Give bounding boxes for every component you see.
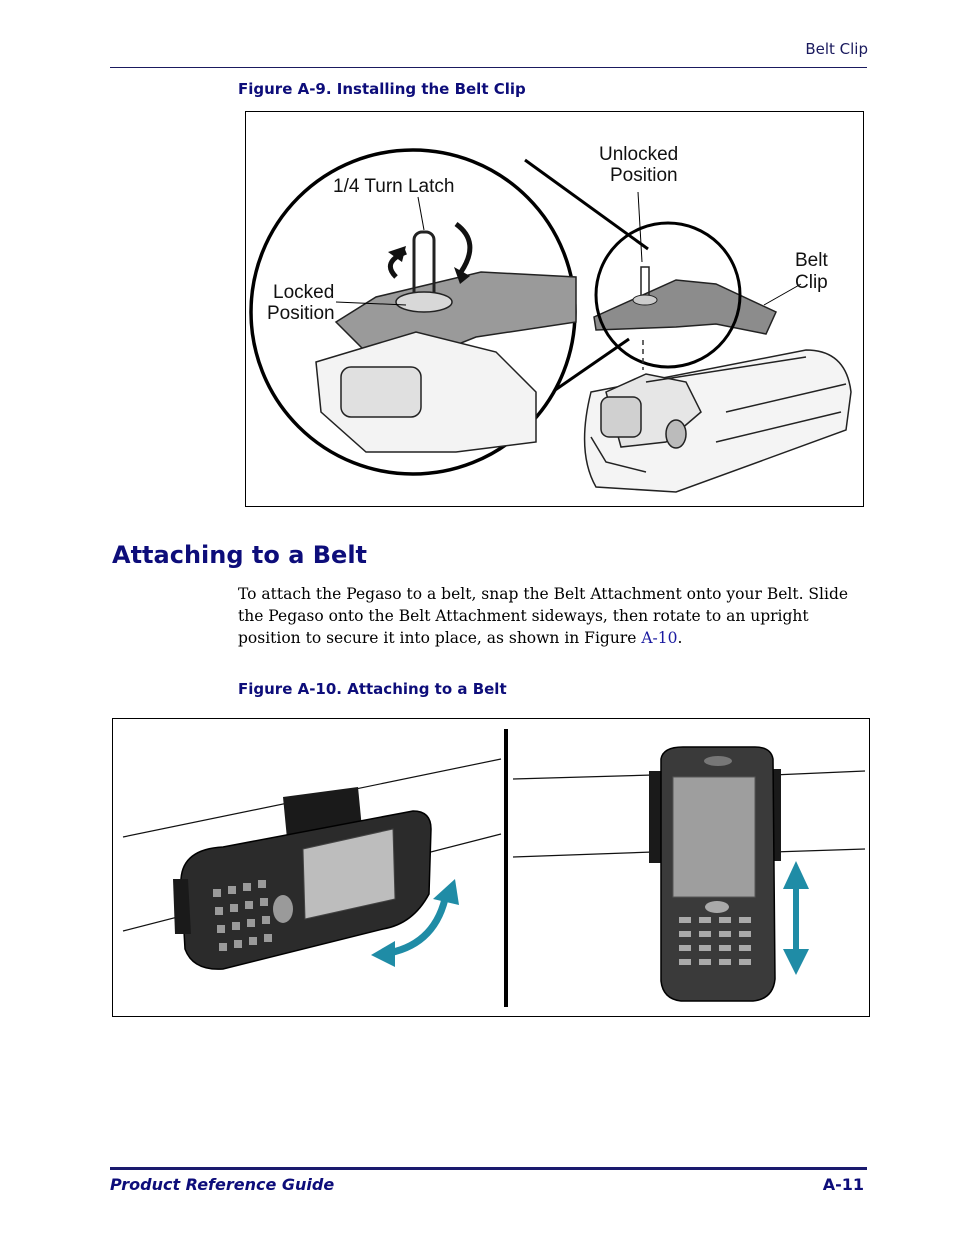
- body-text-after: .: [677, 629, 683, 647]
- header-rule: [110, 67, 867, 68]
- belt-clip-leader: [763, 283, 802, 306]
- body-text-before: To attach the Pegaso to a belt, snap the…: [238, 585, 849, 647]
- belt-attachment-diagram: [122, 729, 866, 1007]
- unlocked-leader: [637, 191, 643, 263]
- belt-edge-bottom-right-b: [772, 848, 866, 853]
- device-sideways: [173, 810, 432, 970]
- label-locked-1: Locked: [273, 282, 334, 303]
- detail-circle-small: [594, 221, 742, 369]
- latch-small: [632, 266, 658, 306]
- footer-title: Product Reference Guide: [110, 1175, 335, 1194]
- section-heading: Attaching to a Belt: [112, 541, 368, 569]
- scanner-device: [583, 349, 852, 493]
- figure-a10-illustration: [112, 718, 870, 1017]
- device-upright: [660, 746, 776, 1002]
- label-turn-latch: 1/4 Turn Latch: [333, 176, 454, 197]
- section-body: To attach the Pegaso to a belt, snap the…: [238, 583, 870, 649]
- running-header: Belt Clip: [805, 40, 868, 58]
- page-number: A-11: [822, 1175, 864, 1194]
- label-belt-1: Belt: [795, 250, 828, 271]
- belt-clip-part: [593, 279, 802, 335]
- zoom-line-bottom: [544, 337, 630, 399]
- footer-rule: [110, 1167, 867, 1170]
- slide-arrow: [783, 861, 809, 975]
- belt-edge-bottom-right-a: [512, 851, 654, 858]
- label-unlocked-2: Position: [610, 165, 678, 186]
- locked-leader: [335, 301, 407, 306]
- label-belt-2: Clip: [795, 272, 828, 293]
- turn-latch-leader: [417, 196, 425, 231]
- figure-xref-link[interactable]: A-10: [641, 629, 678, 647]
- belt-clip-diagram: 1/4 Turn Latch Unlocked Position Locked …: [249, 144, 852, 493]
- rotate-arrow: [371, 879, 459, 967]
- figure-a9-illustration: 1/4 Turn Latch Unlocked Position Locked …: [245, 111, 864, 507]
- figure-a9-caption: Figure A-9. Installing the Belt Clip: [238, 80, 526, 98]
- figure-a10-caption: Figure A-10. Attaching to a Belt: [238, 680, 507, 698]
- belt-edge-top-right-b: [772, 770, 866, 776]
- label-locked-2: Position: [267, 303, 335, 324]
- label-unlocked-1: Unlocked: [599, 144, 678, 165]
- latch-large: [315, 221, 577, 453]
- belt-attachment-right-left: [649, 771, 663, 863]
- belt-edge-top-right-a: [512, 774, 654, 780]
